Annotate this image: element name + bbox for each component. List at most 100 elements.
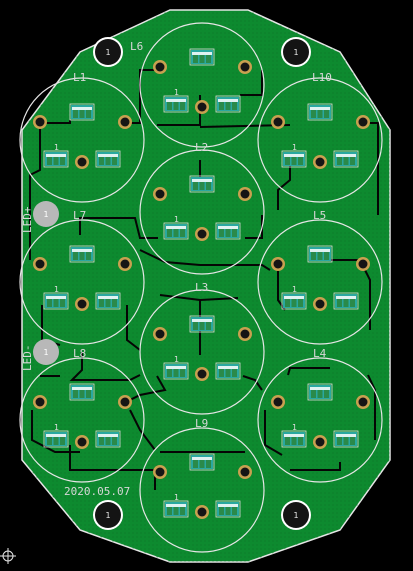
led-connector-left (281, 150, 307, 168)
lens-circle-l5 (257, 219, 383, 345)
mount-hole-label: 1 (105, 48, 110, 57)
pad-one-label: 1 (174, 493, 179, 502)
through-hole-pad (271, 395, 285, 409)
lens-label-l1: L1 (73, 71, 86, 84)
lens-label-l9: L9 (195, 417, 208, 430)
led-group-l9: 1 (163, 453, 241, 518)
led-minus-test-pad: 1 (33, 339, 59, 365)
led-group-l8: 1 (43, 383, 121, 448)
pad-one-label: 1 (174, 355, 179, 364)
led-group-l1: 1 (43, 103, 121, 168)
lens-circle-l4 (257, 357, 383, 483)
led-connector-top (189, 175, 215, 193)
lens-label-l5: L5 (313, 209, 326, 222)
led-group-l10: 1 (281, 103, 359, 168)
through-hole-pad (33, 115, 47, 129)
through-hole-pad (356, 395, 370, 409)
pad-one-label: 1 (54, 423, 59, 432)
led-connector-right (215, 95, 241, 113)
led-connector-left (43, 430, 69, 448)
led-connector-right (333, 292, 359, 310)
led-group-l7: 1 (43, 245, 121, 310)
through-hole-pad (153, 465, 167, 479)
through-hole-pad (195, 505, 209, 519)
lens-outlines (19, 22, 383, 553)
led-connector-left (43, 150, 69, 168)
through-hole-pad (271, 257, 285, 271)
led-minus-label: LED- (21, 345, 34, 372)
through-hole-pad (153, 60, 167, 74)
lens-label-l3: L3 (195, 281, 208, 294)
led-connector-right (215, 500, 241, 518)
through-hole-pad (238, 187, 252, 201)
through-hole-pad (195, 367, 209, 381)
led-connector-right (95, 430, 121, 448)
led-connector-top (307, 383, 333, 401)
through-hole-pad (75, 297, 89, 311)
led-group-l5: 1 (281, 245, 359, 310)
led-connector-right (333, 150, 359, 168)
led-connector-top (189, 453, 215, 471)
through-hole-pad (313, 155, 327, 169)
lens-circle-l10 (257, 77, 383, 203)
led-connector-left (163, 500, 189, 518)
mount-hole-label: 1 (105, 511, 110, 520)
lens-circle-l9 (139, 427, 265, 553)
led-connector-left (163, 95, 189, 113)
through-hole-pad (118, 115, 132, 129)
through-hole-pad (75, 155, 89, 169)
led-connector-right (333, 430, 359, 448)
pad-one-label: 1 (292, 143, 297, 152)
through-hole-pad (238, 465, 252, 479)
mount-hole-label: 1 (293, 48, 298, 57)
led-connector-left (281, 430, 307, 448)
led-group-l2: 1 (163, 175, 241, 240)
lens-circle-l2 (139, 149, 265, 275)
pad-one-label: 1 (174, 88, 179, 97)
mounting-holes: 1 1 1 1 (93, 37, 311, 530)
test-pad-label: 1 (43, 210, 48, 219)
lens-circle-l3 (139, 289, 265, 415)
through-hole-pad (118, 257, 132, 271)
lens-circle-l8 (19, 357, 145, 483)
lens-circle-l1 (19, 77, 145, 203)
date-code: 2020.05.07 (64, 485, 130, 498)
through-hole-pad (313, 297, 327, 311)
pad-one-label: 1 (54, 143, 59, 152)
led-connector-right (95, 150, 121, 168)
pad-one-label: 1 (292, 423, 297, 432)
origin-marker (0, 548, 16, 564)
mount-hole-top-right: 1 (281, 37, 311, 67)
led-connector-top (189, 48, 215, 66)
lens-label-l8: L8 (73, 347, 86, 360)
through-hole-pad (356, 257, 370, 271)
led-group-l4: 1 (281, 383, 359, 448)
lens-label-l7: L7 (73, 209, 86, 222)
led-connector-top (307, 245, 333, 263)
led-plus-label: LED+ (21, 206, 34, 233)
lens-circle-l7 (19, 219, 145, 345)
led-connector-top (69, 383, 95, 401)
mount-hole-top-left: 1 (93, 37, 123, 67)
led-connector-right (95, 292, 121, 310)
lens-label-l10: L10 (312, 71, 332, 84)
mount-hole-label: 1 (293, 511, 298, 520)
lens-label-l4: L4 (313, 347, 327, 360)
through-hole-pad (33, 257, 47, 271)
through-hole-pad (195, 100, 209, 114)
lens-circle-l6 (139, 22, 265, 148)
through-hole-pads (33, 60, 370, 519)
pad-one-label: 1 (292, 285, 297, 294)
through-hole-pad (313, 435, 327, 449)
led-connector-left (281, 292, 307, 310)
through-hole-pad (238, 327, 252, 341)
through-hole-pad (238, 60, 252, 74)
mount-hole-bottom-right: 1 (281, 500, 311, 530)
lens-label-l6: L6 (130, 40, 143, 53)
through-hole-pad (356, 115, 370, 129)
led-connector-left (163, 362, 189, 380)
led-plus-test-pad: 1 (33, 201, 59, 227)
led-connector-left (43, 292, 69, 310)
through-hole-pad (153, 327, 167, 341)
